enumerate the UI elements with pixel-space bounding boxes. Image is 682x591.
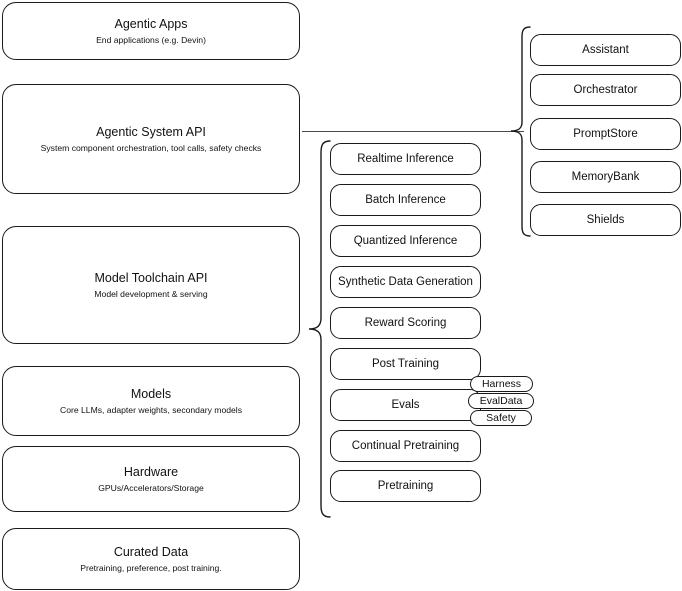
system-component-orchestrator[interactable]: Orchestrator bbox=[530, 74, 681, 106]
toolchain-item-continual-pretraining[interactable]: Continual Pretraining bbox=[330, 430, 481, 462]
toolchain-item-batch-inference[interactable]: Batch Inference bbox=[330, 184, 481, 216]
badge-label: Harness bbox=[481, 378, 522, 390]
layer-subtitle: GPUs/Accelerators/Storage bbox=[98, 483, 204, 493]
toolchain-item-synthetic-data-generation[interactable]: Synthetic Data Generation bbox=[330, 266, 481, 298]
layer-title: Agentic System API bbox=[96, 125, 206, 139]
layer-title: Model Toolchain API bbox=[94, 271, 208, 285]
toolchain-item-pretraining[interactable]: Pretraining bbox=[330, 470, 481, 502]
chip-label: Synthetic Data Generation bbox=[338, 276, 473, 288]
connector-system-api-to-components bbox=[302, 131, 524, 133]
layer-subtitle: Model development & serving bbox=[94, 289, 208, 299]
layer-subtitle: System component orchestration, tool cal… bbox=[40, 143, 262, 153]
toolchain-item-post-training[interactable]: Post Training bbox=[330, 348, 481, 380]
chip-label: Shields bbox=[586, 214, 625, 226]
chip-label: Orchestrator bbox=[573, 84, 638, 96]
system-component-memorybank[interactable]: MemoryBank bbox=[530, 161, 681, 193]
chip-label: Quantized Inference bbox=[353, 235, 458, 247]
brace-system-components bbox=[508, 26, 532, 238]
chip-label: Pretraining bbox=[377, 480, 434, 492]
layer-subtitle: Core LLMs, adapter weights, secondary mo… bbox=[60, 405, 242, 415]
layer-title: Hardware bbox=[123, 465, 179, 479]
stack-layer-model-toolchain-api[interactable]: Model Toolchain API Model development & … bbox=[2, 226, 300, 344]
chip-label: PromptStore bbox=[573, 128, 638, 140]
layer-title: Agentic Apps bbox=[114, 17, 188, 31]
chip-label: Post Training bbox=[371, 358, 440, 370]
layer-title: Models bbox=[130, 387, 172, 401]
chip-label: Realtime Inference bbox=[357, 153, 454, 165]
stack-layer-curated-data[interactable]: Curated Data Pretraining, preference, po… bbox=[2, 528, 300, 590]
chip-label: Continual Pretraining bbox=[351, 440, 460, 452]
chip-label: Assistant bbox=[582, 44, 629, 56]
system-component-promptstore[interactable]: PromptStore bbox=[530, 118, 681, 150]
system-component-assistant[interactable]: Assistant bbox=[530, 34, 681, 66]
chip-label: MemoryBank bbox=[571, 171, 640, 183]
system-component-shields[interactable]: Shields bbox=[530, 204, 681, 236]
brace-toolchain bbox=[306, 140, 332, 518]
eval-badge-safety[interactable]: Safety bbox=[470, 410, 532, 426]
layer-title: Curated Data bbox=[113, 545, 189, 559]
stack-layer-models[interactable]: Models Core LLMs, adapter weights, secon… bbox=[2, 366, 300, 436]
stack-layer-agentic-system-api[interactable]: Agentic System API System component orch… bbox=[2, 84, 300, 194]
badge-label: EvalData bbox=[479, 395, 523, 407]
layer-subtitle: Pretraining, preference, post training. bbox=[80, 563, 222, 573]
stack-layer-hardware[interactable]: Hardware GPUs/Accelerators/Storage bbox=[2, 446, 300, 512]
toolchain-item-quantized-inference[interactable]: Quantized Inference bbox=[330, 225, 481, 257]
eval-badge-evaldata[interactable]: EvalData bbox=[468, 393, 534, 409]
toolchain-item-reward-scoring[interactable]: Reward Scoring bbox=[330, 307, 481, 339]
badge-label: Safety bbox=[486, 412, 516, 424]
layer-subtitle: End applications (e.g. Devin) bbox=[96, 35, 206, 45]
chip-label: Evals bbox=[391, 399, 420, 411]
toolchain-item-realtime-inference[interactable]: Realtime Inference bbox=[330, 143, 481, 175]
stack-layer-agentic-apps[interactable]: Agentic Apps End applications (e.g. Devi… bbox=[2, 2, 300, 60]
chip-label: Batch Inference bbox=[365, 194, 446, 206]
eval-badge-harness[interactable]: Harness bbox=[470, 376, 533, 392]
chip-label: Reward Scoring bbox=[364, 317, 447, 329]
toolchain-item-evals[interactable]: Evals bbox=[330, 389, 481, 421]
